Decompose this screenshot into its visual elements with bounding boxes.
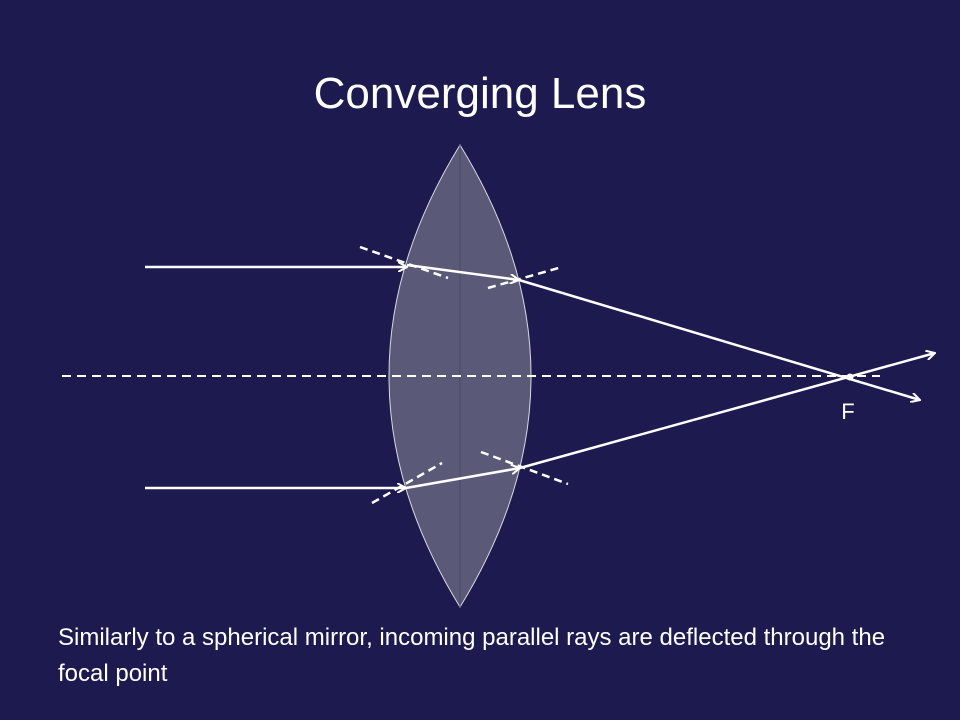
refracted-ray-upper-inside [406,263,519,280]
refracted-ray-lower-inside [405,468,520,490]
slide-title: Converging Lens [313,69,647,118]
normal-line-lower-front [371,461,443,505]
focal-point-label: F [841,399,855,424]
outgoing-ray-upper [518,278,920,400]
outgoing-ray-lower [519,353,935,470]
focal-point [846,373,854,381]
normal-line-lower-back [480,450,569,486]
normal-line-upper-front [359,245,449,280]
slide-caption: Similarly to a spherical mirror, incomin… [58,624,886,687]
